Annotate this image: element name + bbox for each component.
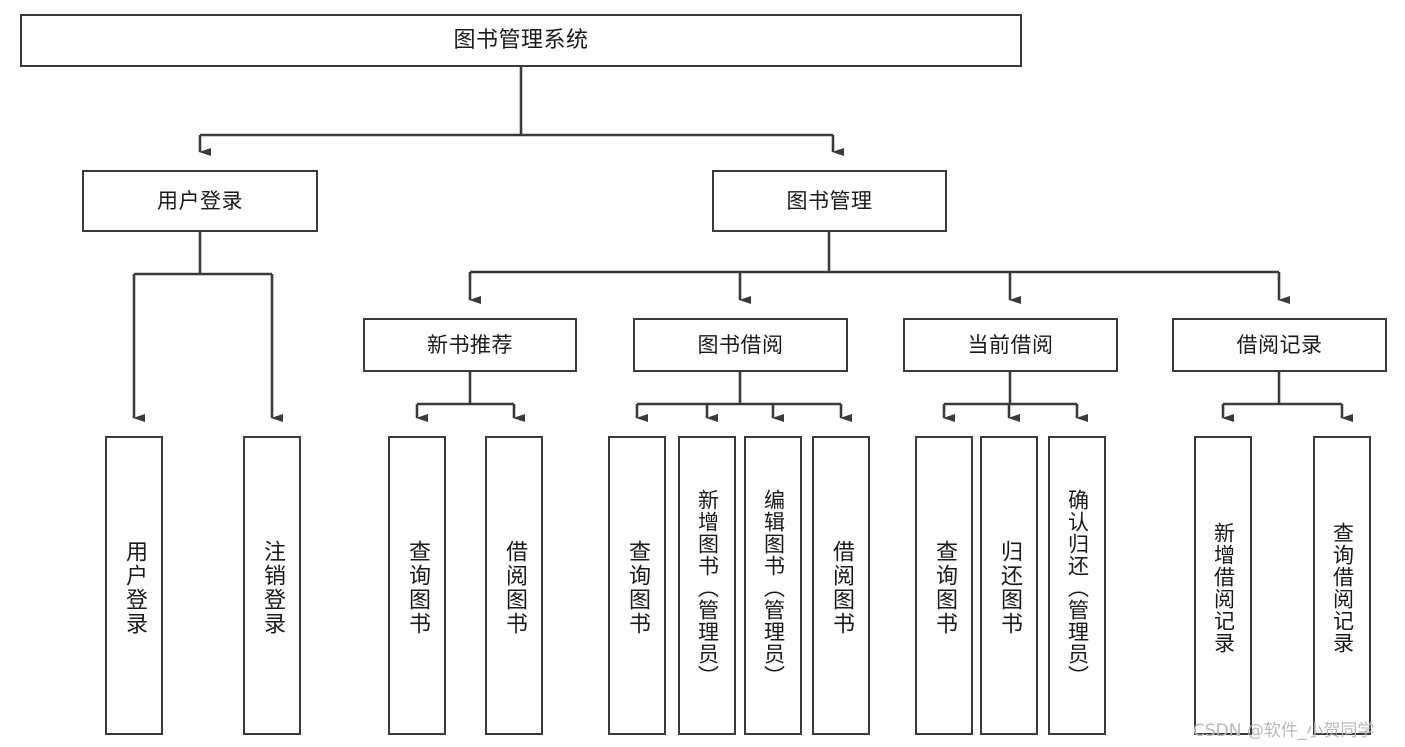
leaf-borrow-book-recommendation[interactable]: 借阅图书 (485, 436, 543, 735)
node-label: 图书管理 (786, 188, 873, 213)
node-book-borrowing[interactable]: 图书借阅 (633, 318, 848, 372)
node-label: 新书推荐 (427, 332, 513, 357)
node-label: 用户登录 (122, 539, 147, 636)
leaf-user-login[interactable]: 用户登录 (105, 436, 163, 735)
node-label: 借阅图书 (829, 539, 854, 636)
node-label: 新增图书（管理员） (695, 488, 720, 687)
leaf-add-book-admin[interactable]: 新增图书（管理员） (678, 436, 736, 735)
leaf-logout-login[interactable]: 注销登录 (243, 436, 301, 735)
node-label: 确认归还（管理员） (1065, 488, 1090, 687)
node-borrow-records[interactable]: 借阅记录 (1172, 318, 1387, 372)
node-label: 查询图书 (625, 539, 650, 636)
leaf-query-book-recommendation[interactable]: 查询图书 (388, 436, 446, 735)
leaf-return-book[interactable]: 归还图书 (980, 436, 1038, 735)
node-label: 归还图书 (997, 539, 1022, 636)
leaf-confirm-return-admin[interactable]: 确认归还（管理员） (1048, 436, 1106, 735)
leaf-query-book-borrowing[interactable]: 查询图书 (608, 436, 666, 735)
watermark-text: CSDN @软件_小贺同学 (1193, 721, 1375, 741)
leaf-borrow-book[interactable]: 借阅图书 (812, 436, 870, 735)
node-label: 当前借阅 (967, 332, 1054, 357)
leaf-query-borrow-record[interactable]: 查询借阅记录 (1313, 436, 1371, 735)
node-current-borrowing[interactable]: 当前借阅 (903, 318, 1118, 372)
node-label: 图书借阅 (697, 332, 784, 357)
leaf-edit-book-admin[interactable]: 编辑图书（管理员） (744, 436, 802, 735)
node-user-login[interactable]: 用户登录 (82, 170, 318, 232)
node-new-book-recommendation[interactable]: 新书推荐 (363, 318, 577, 372)
node-label: 新增借阅记录 (1211, 521, 1236, 654)
node-label: 图书管理系统 (453, 27, 589, 53)
node-label: 借阅图书 (502, 539, 527, 636)
node-label: 查询借阅记录 (1330, 521, 1355, 654)
node-label: 查询图书 (932, 539, 957, 636)
node-root-system[interactable]: 图书管理系统 (20, 14, 1022, 67)
node-label: 注销登录 (260, 539, 285, 636)
node-label: 借阅记录 (1236, 332, 1323, 357)
node-label: 查询图书 (405, 539, 430, 636)
node-label: 用户登录 (157, 188, 243, 213)
leaf-add-borrow-record[interactable]: 新增借阅记录 (1194, 436, 1252, 735)
leaf-query-book-current[interactable]: 查询图书 (915, 436, 973, 735)
node-label: 编辑图书（管理员） (761, 488, 786, 687)
node-book-management[interactable]: 图书管理 (712, 170, 947, 232)
